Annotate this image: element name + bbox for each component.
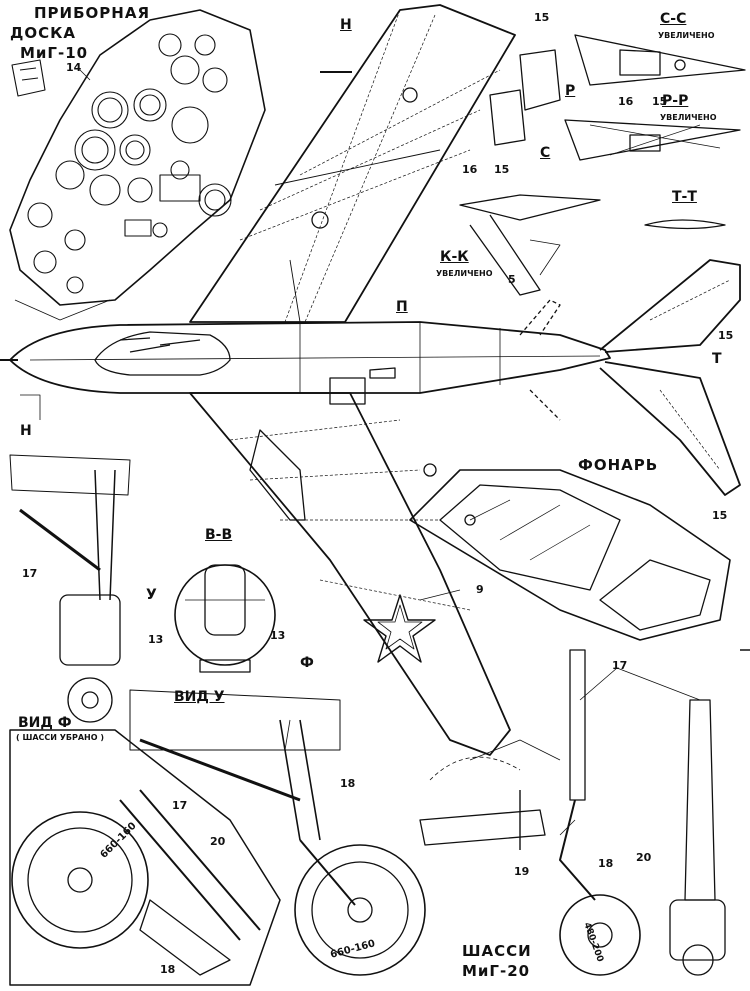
callout-19: 19 xyxy=(514,865,530,878)
callout-18-c: 18 xyxy=(160,963,176,976)
callout-5: 5 xyxy=(508,273,516,286)
section-bb xyxy=(174,564,276,673)
aircraft-plan-view xyxy=(0,4,741,756)
view-u-title: ВИД У xyxy=(174,689,225,705)
canopy-drawing xyxy=(409,469,731,641)
callout-13-b: 13 xyxy=(270,629,286,642)
callout-15-b: 15 xyxy=(652,95,668,108)
panel-title-line3: МиГ-10 xyxy=(20,44,89,62)
panel-title-line1: ПРИБОРНАЯ xyxy=(34,4,150,22)
gear-title-line1: ШАССИ xyxy=(462,942,532,960)
callout-20-b: 20 xyxy=(636,851,652,864)
callout-17-c: 17 xyxy=(612,659,628,672)
view-f-note: ( ШАССИ УБРАНО ) xyxy=(16,733,104,742)
view-f-arrow-label: Ф xyxy=(300,655,314,671)
section-t-mark: Т xyxy=(712,351,722,367)
section-cc: С-С xyxy=(660,11,687,27)
callout-17-a: 17 xyxy=(22,567,38,580)
section-c-mark: С xyxy=(540,145,551,161)
section-tt: Т-Т xyxy=(672,189,697,205)
view-f-retracted-gear xyxy=(9,729,281,986)
section-bb: В-В xyxy=(205,527,233,543)
callout-18-b: 18 xyxy=(598,857,614,870)
callout-13-a: 13 xyxy=(148,633,164,646)
nose-gear-side xyxy=(9,454,131,723)
callout-9: 9 xyxy=(476,583,484,596)
view-u-arrow-label: У xyxy=(146,587,157,603)
section-pp-note: УВЕЛИЧЕНО xyxy=(660,113,717,122)
section-h-nose: Н xyxy=(20,423,32,439)
callout-15-c: 15 xyxy=(494,163,510,176)
callout-20-a: 20 xyxy=(210,835,226,848)
panel-title-line2: ДОСКА xyxy=(10,24,76,42)
section-p: П xyxy=(396,299,408,315)
gear-title-line2: МиГ-20 xyxy=(462,962,531,980)
view-u-main-gear xyxy=(129,689,426,976)
callout-14: 14 xyxy=(66,61,82,74)
canopy-title: ФОНАРЬ xyxy=(578,456,659,474)
callout-15-d: 15 xyxy=(718,329,734,342)
callout-15-a: 15 xyxy=(534,11,550,24)
instrument-panel-drawing xyxy=(9,9,266,321)
section-kk-note: УВЕЛИЧЕНО xyxy=(436,269,493,278)
gear-assembly-right xyxy=(419,649,750,976)
callout-16-b: 16 xyxy=(462,163,478,176)
section-kk: К-К xyxy=(440,249,469,265)
section-h-top: Н xyxy=(340,17,352,33)
section-details xyxy=(459,34,746,296)
callout-15-e: 15 xyxy=(712,509,728,522)
section-cc-note: УВЕЛИЧЕНО xyxy=(658,31,715,40)
callout-17-b: 17 xyxy=(172,799,188,812)
section-p-mark: Р xyxy=(565,83,576,99)
leader-lines xyxy=(79,69,701,836)
callout-16-a: 16 xyxy=(618,95,634,108)
section-pp: Р-Р xyxy=(662,93,689,109)
view-f-title: ВИД Ф xyxy=(18,715,72,731)
callout-18-a: 18 xyxy=(340,777,356,790)
